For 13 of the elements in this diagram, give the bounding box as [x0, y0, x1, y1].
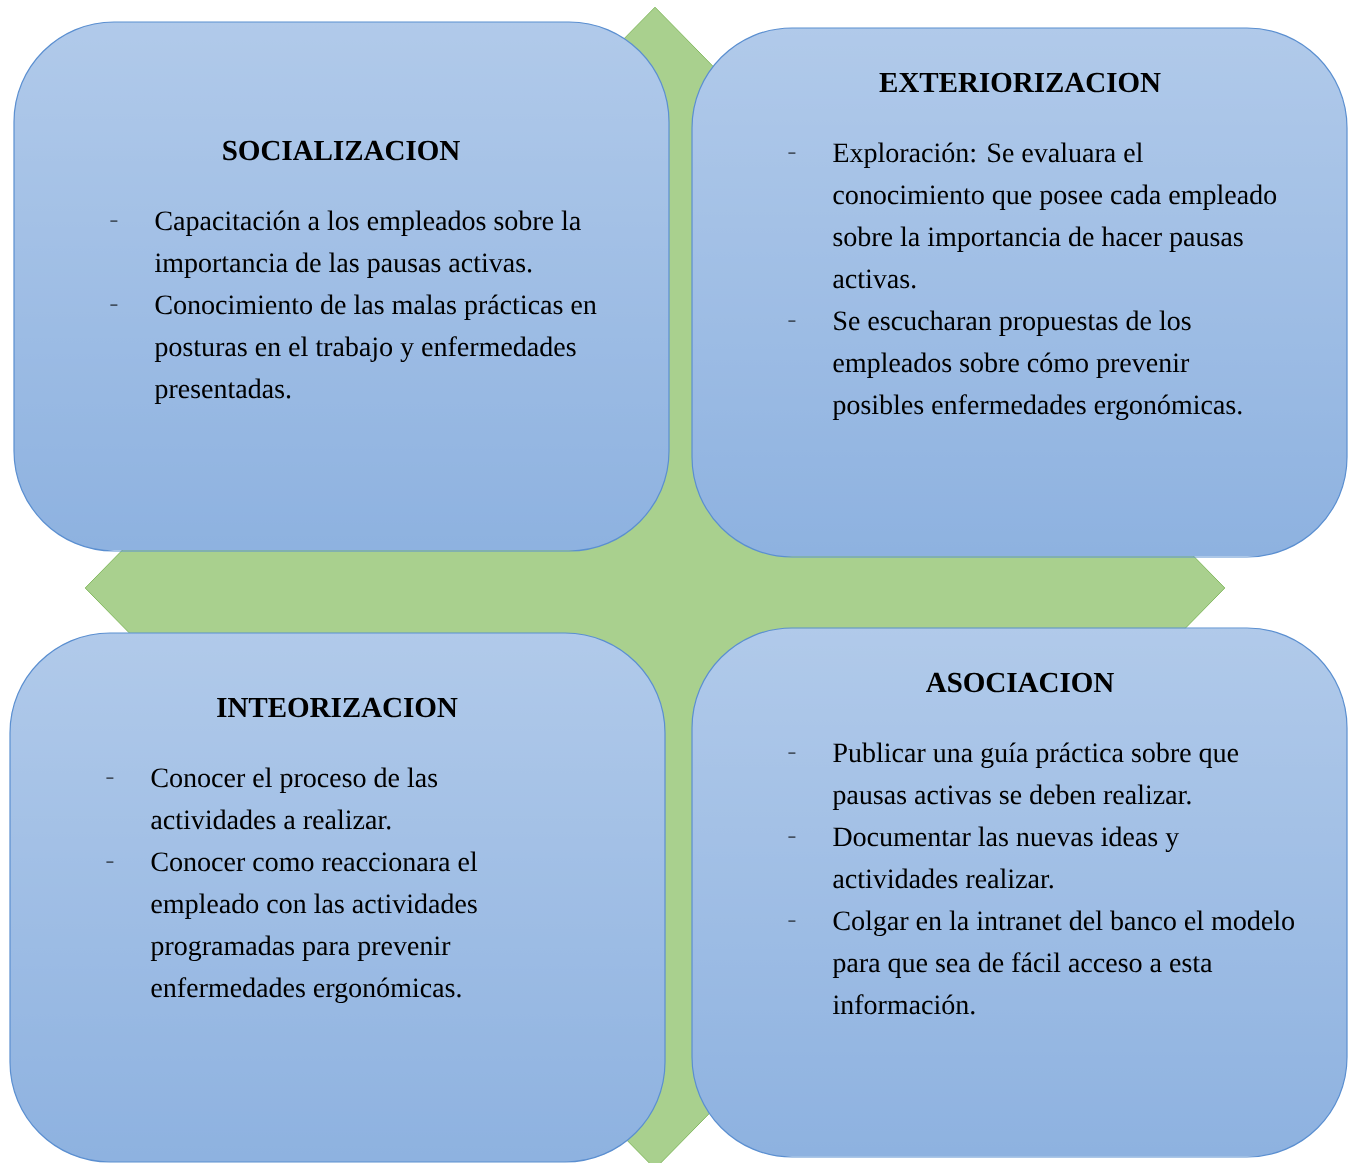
list-item: Se escucharan propuestas de los empleados sobre cómo prevenir posibles enfermedades ergonómicas. [787, 310, 1242, 421]
list-item: Publicar una guía práctica sobre que pausas activas se deben realizar. [787, 742, 1239, 810]
list-item: Conocimiento de las malas prácticas en posturas en el trabajo y enfermedades presentadas. [109, 294, 597, 404]
box-heading: EXTERIORIZACION [879, 72, 1161, 93]
box-heading: ASOCIACION [926, 672, 1114, 693]
box-heading: SOCIALIZACION [223, 140, 460, 161]
list-item: Exploración: Se evaluara el conocimiento que posee cada empleado sobre la importancia de hacer pausas activas. [787, 142, 1277, 289]
list-item: Conocer como reaccionara el empleado con las actividades programadas para prevenir enfermedades ergonómicas. [105, 851, 478, 1004]
list-item: Capacitación a los empleados sobre la importancia de las pausas activas. [109, 210, 581, 278]
list-item: Colgar en la intranet del banco el modelo para que sea de fácil acceso a esta información. [787, 910, 1294, 1015]
box-heading: INTEORIZACION [217, 697, 458, 718]
list-item: Conocer el proceso de las actividades a realizar. [105, 767, 438, 830]
list-item: Documentar las nuevas ideas y actividades realizar. [787, 826, 1180, 889]
